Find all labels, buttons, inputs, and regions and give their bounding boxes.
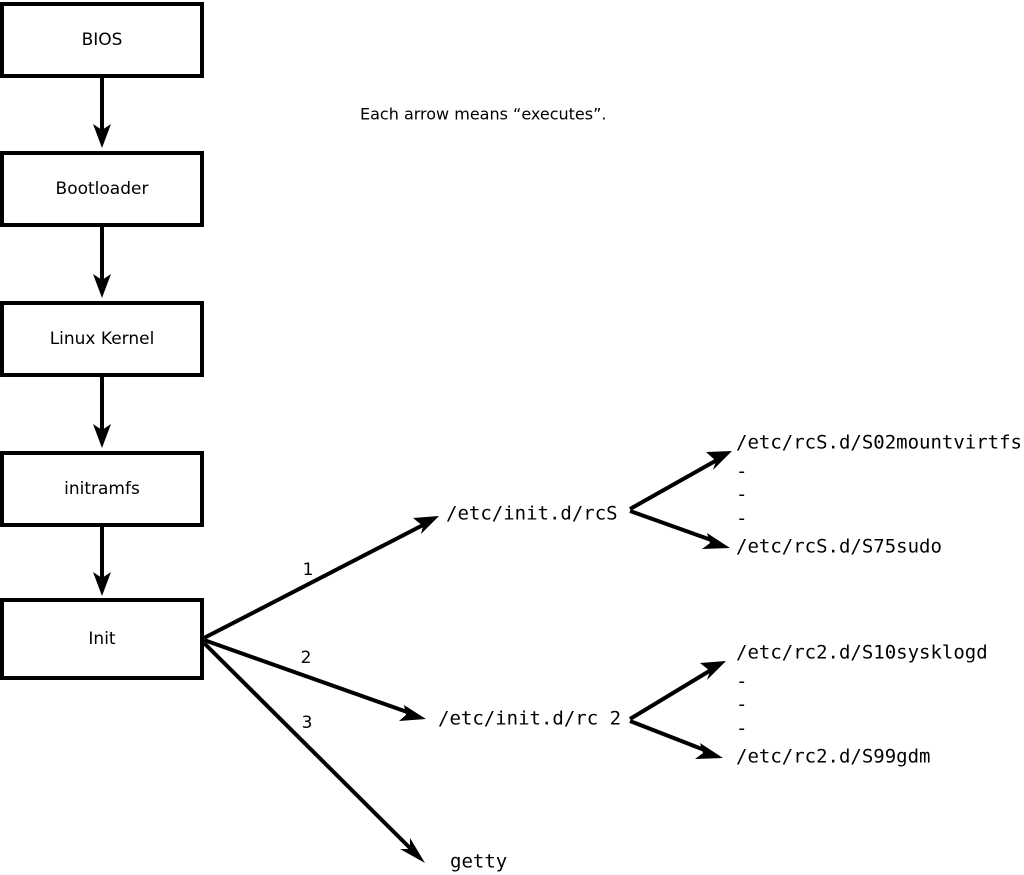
arrow-init-branch-1 (203, 516, 439, 640)
arrow-rc2-to-first-script (628, 661, 726, 721)
label-rc2-last-script: /etc/rc2.d/S99gdm (736, 746, 930, 768)
node-box-bios[interactable] (0, 2, 204, 78)
label-rcs-first-script: /etc/rcS.d/S02mountvirtfs (736, 432, 1022, 454)
arrow-rcs-to-last-script (629, 509, 730, 549)
node-label-bios: BIOS (82, 30, 123, 50)
edge-number-2: 2 (301, 648, 312, 668)
arrow-rcs-to-first-script (629, 451, 732, 511)
arrow-init-branch-3 (202, 641, 425, 863)
label-init-d-rc2: /etc/init.d/rc 2 (438, 708, 621, 730)
rcs-ellipsis-dash-1: - (736, 461, 747, 483)
node-initramfs[interactable]: initramfs (0, 451, 204, 527)
arrow-init-branch-2 (203, 638, 426, 721)
rcs-ellipsis-dash-2: - (736, 484, 747, 506)
arrow-initramfs-to-init (93, 525, 111, 596)
diagram-note: Each arrow means “executes”. (360, 105, 606, 124)
rc2-ellipsis-dash-3: - (736, 718, 747, 740)
rc2-ellipsis-dash-2: - (736, 694, 747, 716)
label-rcs-last-script: /etc/rcS.d/S75sudo (736, 536, 942, 558)
node-label-linux-kernel: Linux Kernel (50, 329, 155, 349)
node-linux-kernel[interactable]: Linux Kernel (0, 301, 204, 377)
node-bios[interactable]: BIOS (0, 2, 204, 78)
node-label-init: Init (88, 629, 116, 649)
arrow-bios-to-bootloader (93, 76, 111, 148)
node-init[interactable]: Init (0, 598, 204, 680)
node-box-initramfs[interactable] (0, 451, 204, 527)
label-rc2-first-script: /etc/rc2.d/S10sysklogd (736, 642, 988, 664)
rc2-ellipsis-dash-1: - (736, 671, 747, 693)
node-box-init[interactable] (0, 598, 204, 680)
arrow-kernel-to-initramfs (93, 375, 111, 448)
rcs-ellipsis-dash-3: - (736, 508, 747, 530)
arrow-bootloader-to-kernel (93, 225, 111, 298)
label-getty: getty (450, 851, 507, 873)
node-label-bootloader: Bootloader (56, 179, 149, 199)
node-bootloader[interactable]: Bootloader (0, 151, 204, 227)
edge-number-1: 1 (303, 560, 314, 580)
label-init-d-rcs: /etc/init.d/rcS (446, 503, 618, 525)
arrow-rc2-to-last-script (629, 719, 723, 759)
node-label-initramfs: initramfs (64, 479, 140, 499)
edge-number-3: 3 (302, 713, 313, 733)
